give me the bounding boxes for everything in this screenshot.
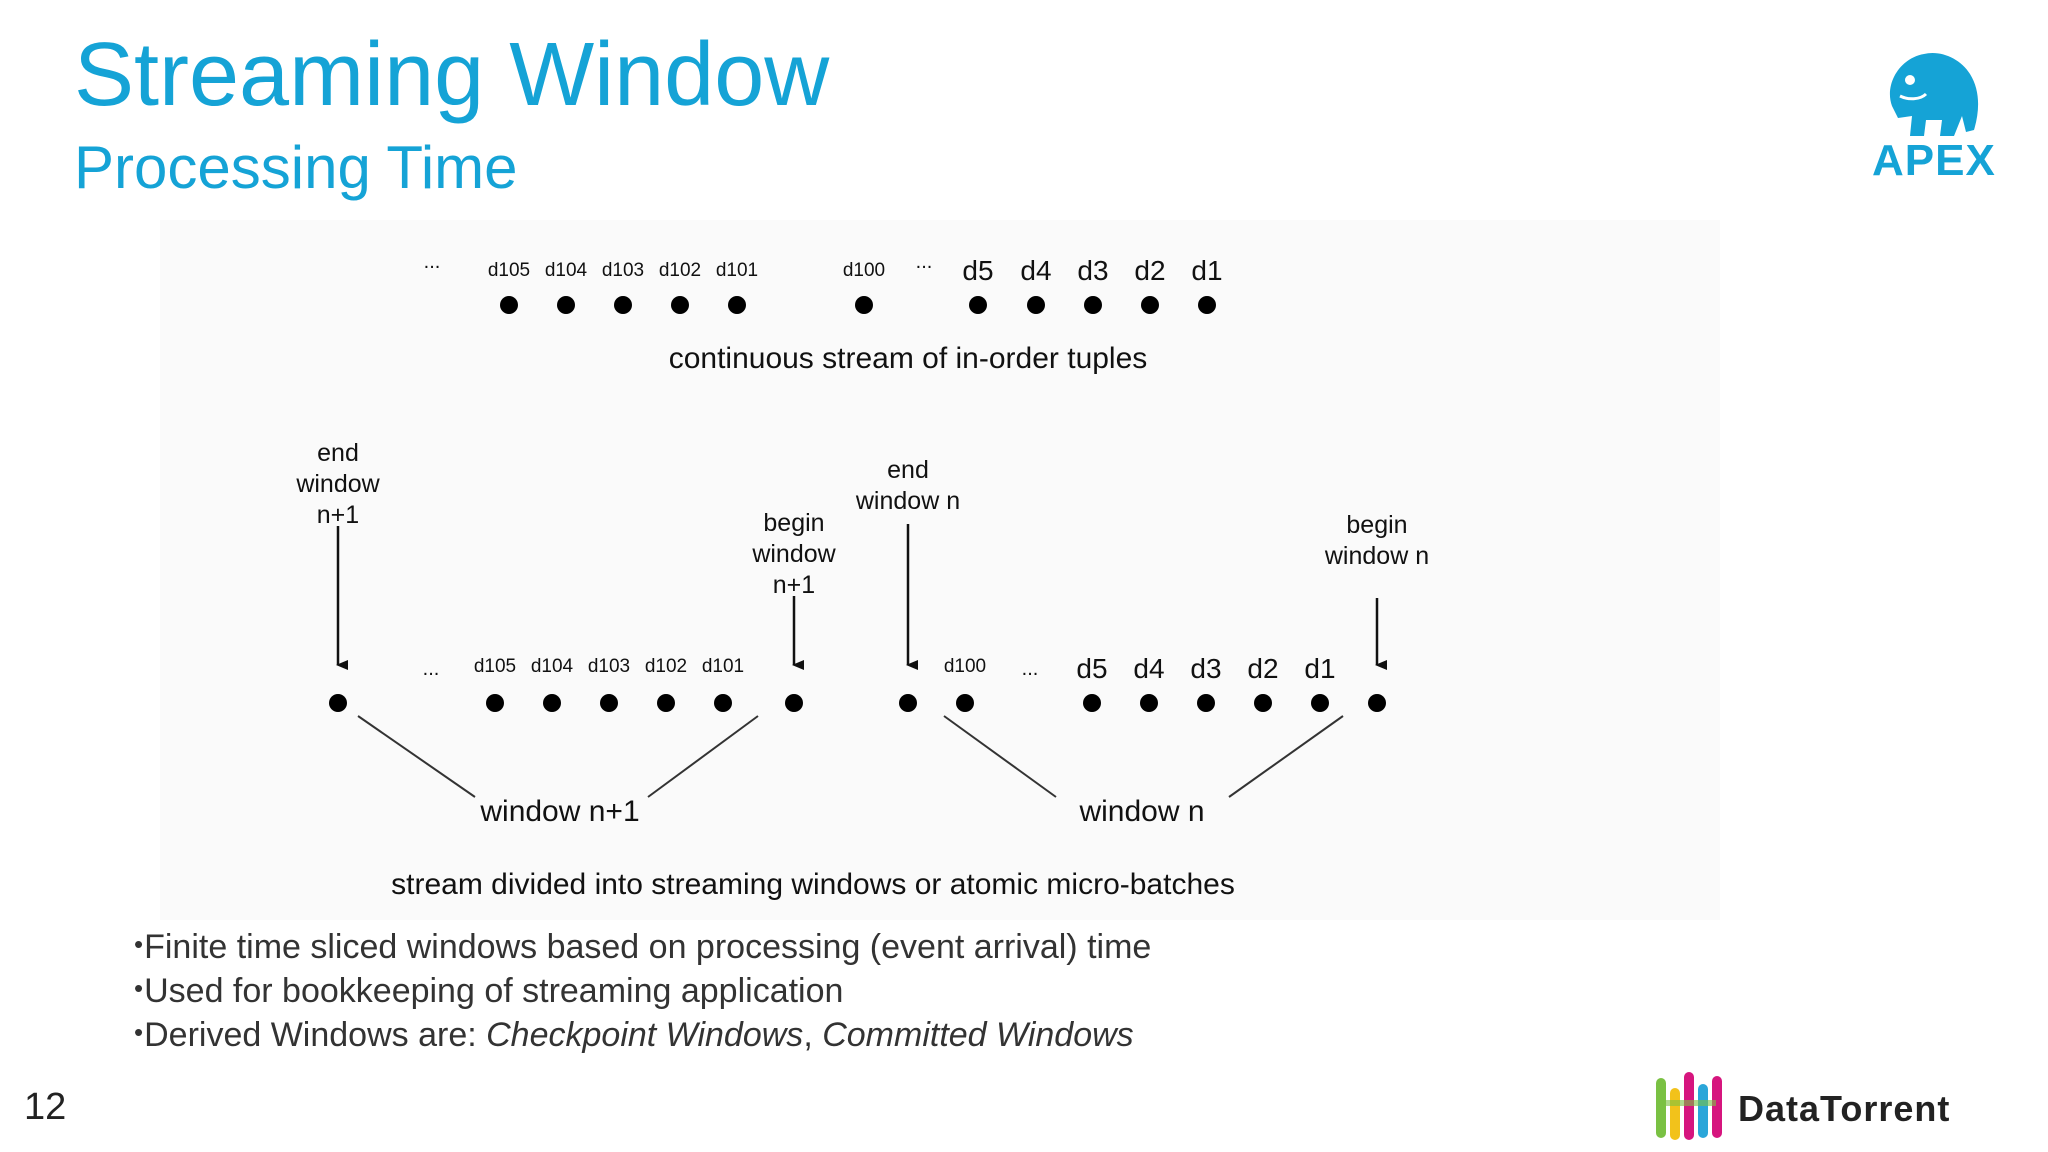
tuple-dot [728,296,746,314]
tuple-label: d3 [1077,255,1108,286]
tuple-label: d101 [716,260,758,281]
tuple-dot [486,694,504,712]
datatorrent-logo [1656,1072,1722,1140]
marker-label: begin [1346,511,1407,539]
tuple-dot [1141,296,1159,314]
tuple-dot [557,296,575,314]
tuple-dot [1254,694,1272,712]
tuple-dot [600,694,618,712]
bullet-list: Finite time sliced windows based on proc… [134,924,1151,1056]
diagram-background [160,220,1720,920]
ellipsis-label: ... [916,251,933,273]
marker-label: n+1 [773,571,815,599]
bottom-stream-caption: stream divided into streaming windows or… [391,868,1235,901]
marker-label: begin [763,509,824,537]
top-stream-caption: continuous stream of in-order tuples [669,342,1148,375]
tuple-dot [614,296,632,314]
ellipsis-label: ... [1022,658,1039,680]
bullet-item: Derived Windows are: Checkpoint Windows,… [134,1012,1151,1056]
tuple-label: d100 [843,260,885,281]
slide-title: Streaming Window [74,25,830,125]
tuple-label: d1 [1191,255,1222,286]
tuple-dot [855,296,873,314]
window-bracket-line [1228,715,1344,798]
tuple-label: d1 [1304,653,1335,684]
window-bracket-line [647,715,759,798]
tuple-label: d5 [1076,653,1107,684]
tuple-label: d5 [962,255,993,286]
marker-label: window n [1324,542,1429,570]
datatorrent-logo-text: DataTorrent [1738,1088,1951,1129]
window-boundary-dot [899,694,917,712]
window-brackets: window n+1 window n [357,715,1344,828]
tuple-label: d2 [1247,653,1278,684]
window-markers: end window n+1 begin window n+1 end window n beg… [295,439,1429,670]
bullet-em-checkpoint: Checkpoint Windows [486,1016,804,1054]
tuple-label: d104 [545,260,588,281]
window-label: window n [1078,795,1204,828]
tuple-dot [956,694,974,712]
tuple-dot [1083,694,1101,712]
tuple-dot [1027,296,1045,314]
tuple-dot [657,694,675,712]
tuple-label: d103 [602,260,644,281]
tuple-label: d101 [702,656,744,677]
tuple-label: d4 [1133,653,1164,684]
window-bracket-line [943,715,1057,798]
slide-subtitle: Processing Time [74,134,518,201]
tuple-dot [714,694,732,712]
ellipsis-label: ... [424,251,441,273]
tuple-label: d104 [531,656,574,677]
apex-logo-text: APEX [1872,136,1996,185]
tuple-label: d103 [588,656,630,677]
bottom-tuple-row: ... d105 d104 d103 d102 d101 d100... d5 d4 d3 d2 d1 [329,653,1386,712]
tuple-label: d100 [944,656,986,677]
apex-gorilla-logo [1889,52,1979,136]
tuple-dot [1311,694,1329,712]
window-boundary-dot [785,694,803,712]
window-boundary-dot [1368,694,1386,712]
tuple-label: d2 [1134,255,1165,286]
tuple-label: d105 [474,656,516,677]
marker-label: n+1 [317,501,359,529]
tuple-dot [500,296,518,314]
top-tuple-row: ... d105 d104 d103 d102 d101 d100... d5 d4 d3 d2 d1 [424,251,1223,314]
marker-label: window [295,470,380,498]
window-bracket-line [357,715,476,798]
tuple-dot [1197,694,1215,712]
bullet-item: Finite time sliced windows based on proc… [134,924,1151,968]
bullet-em-committed: Committed Windows [822,1016,1134,1054]
window-boundary-dot [329,694,347,712]
bullet-separator: , [803,1016,823,1054]
tuple-label: d4 [1020,255,1051,286]
tuple-dot [543,694,561,712]
tuple-label: d3 [1190,653,1221,684]
window-label: window n+1 [479,795,639,828]
tuple-label: d102 [645,656,687,677]
tuple-dot [1084,296,1102,314]
page-number: 12 [24,1086,67,1128]
tuple-dot [671,296,689,314]
tuple-label: d102 [659,260,701,281]
tuple-dot [1198,296,1216,314]
marker-label: end [887,456,929,484]
marker-label: window [751,540,836,568]
bullet-item: Used for bookkeeping of streaming applic… [134,968,1151,1012]
marker-label: window n [855,487,960,515]
marker-label: end [317,439,359,467]
tuple-label: d105 [488,260,530,281]
tuple-dot [969,296,987,314]
tuple-dot [1140,694,1158,712]
bullet-prefix: Derived Windows are: [144,1016,487,1054]
ellipsis-label: ... [423,658,440,680]
